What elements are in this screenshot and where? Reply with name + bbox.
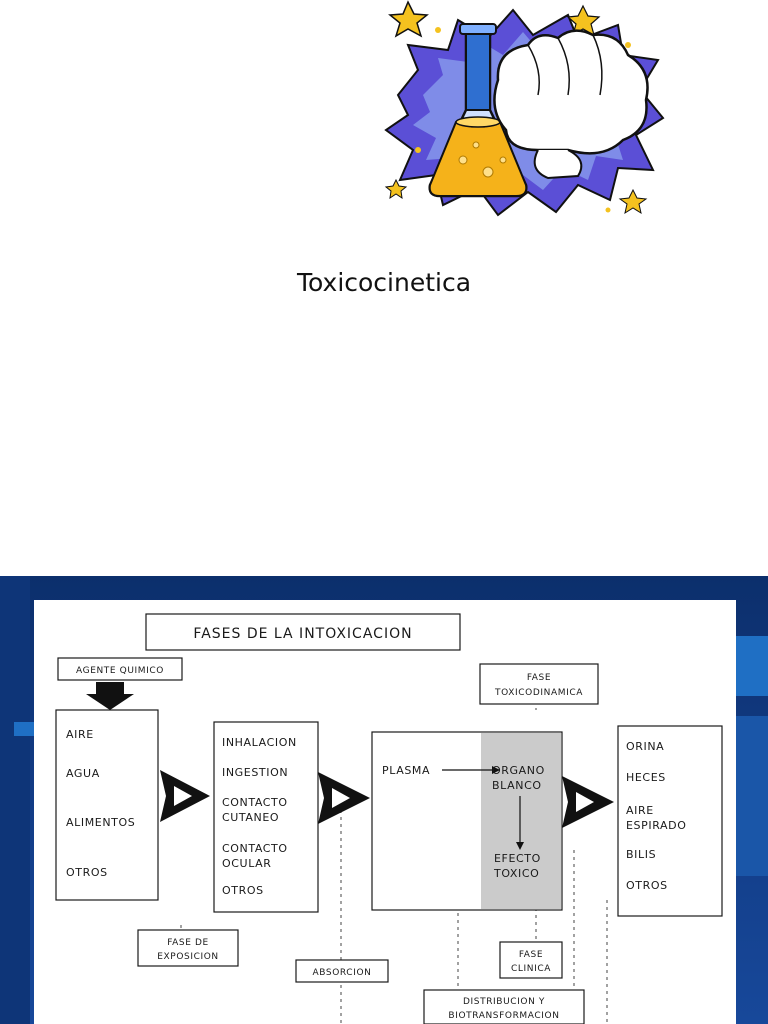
source-item: AIRE [66, 728, 94, 741]
slide-title: Toxicocinetica [296, 268, 472, 297]
excretion-box [617, 725, 723, 917]
toxicodynamic-shade [481, 733, 561, 909]
source-item: OTROS [66, 866, 108, 879]
slide-panel: FASES DE LA INTOXICACION AGENTE QUIMICO … [0, 576, 768, 1024]
toxic-effect-label: EFECTO [494, 852, 541, 865]
phase-distribution-box [423, 989, 585, 1024]
phase-label: BIOTRANSFORMACION [448, 1011, 559, 1021]
star-icon [384, 178, 408, 200]
down-arrow-icon [86, 682, 134, 710]
intoxication-phases-diagram: FASES DE LA INTOXICACION AGENTE QUIMICO … [34, 600, 736, 1024]
phase-label: FASE DE [167, 938, 209, 948]
phase-absorption-box [295, 959, 389, 983]
phase-label: DISTRIBUCION Y [463, 997, 545, 1007]
route-item: CUTANEO [222, 811, 279, 824]
excretion-item: OTROS [626, 879, 668, 892]
chemistry-clipart [384, 0, 665, 217]
star-icon [566, 4, 601, 37]
star-icon [618, 188, 648, 215]
route-item: INHALACION [222, 736, 297, 749]
flask-icon [428, 23, 528, 198]
phase-toxicodynamic-box [479, 663, 599, 705]
target-organ-label: BLANCO [492, 779, 542, 792]
phase-exposure-box [137, 929, 239, 967]
accent-bar [14, 722, 36, 736]
toxic-effect-label: TOXICO [493, 867, 539, 880]
star-icon [388, 0, 429, 38]
glove-hand-icon [493, 29, 649, 180]
phase-label: TOXICODINAMICA [494, 688, 583, 698]
route-item: CONTACTO [222, 796, 288, 809]
phase-clinical-box [499, 941, 563, 979]
excretion-item: AIRE [626, 804, 654, 817]
route-item: CONTACTO [222, 842, 288, 855]
source-item: AGUA [66, 767, 100, 780]
phase-label: CLINICA [511, 964, 551, 974]
target-organ-label: ORGANO [492, 764, 545, 777]
route-item: OCULAR [222, 857, 272, 870]
agent-label: AGENTE QUIMICO [76, 666, 164, 676]
arrow-icon [492, 766, 500, 774]
excretion-item: ORINA [626, 740, 664, 753]
diagram-title-box [145, 613, 461, 651]
sources-box [55, 709, 159, 901]
source-item: ALIMENTOS [66, 816, 135, 829]
accent-bar [736, 716, 768, 876]
route-item: OTROS [222, 884, 264, 897]
phase-label: FASE [527, 673, 551, 683]
accent-bar [0, 576, 30, 1024]
arrow-icon [516, 842, 524, 850]
excretion-item: ESPIRADO [626, 819, 686, 832]
phase-label: FASE [519, 950, 543, 960]
diagram-title: FASES DE LA INTOXICACION [193, 626, 412, 642]
route-item: INGESTION [222, 766, 288, 779]
excretion-item: HECES [626, 771, 666, 784]
phase-label: EXPOSICION [157, 952, 219, 962]
agent-box [57, 657, 183, 681]
plasma-label: PLASMA [382, 764, 430, 777]
phase-label: ABSORCION [313, 968, 372, 978]
routes-box [213, 721, 319, 913]
excretion-item: BILIS [626, 848, 656, 861]
accent-bar [736, 636, 768, 696]
